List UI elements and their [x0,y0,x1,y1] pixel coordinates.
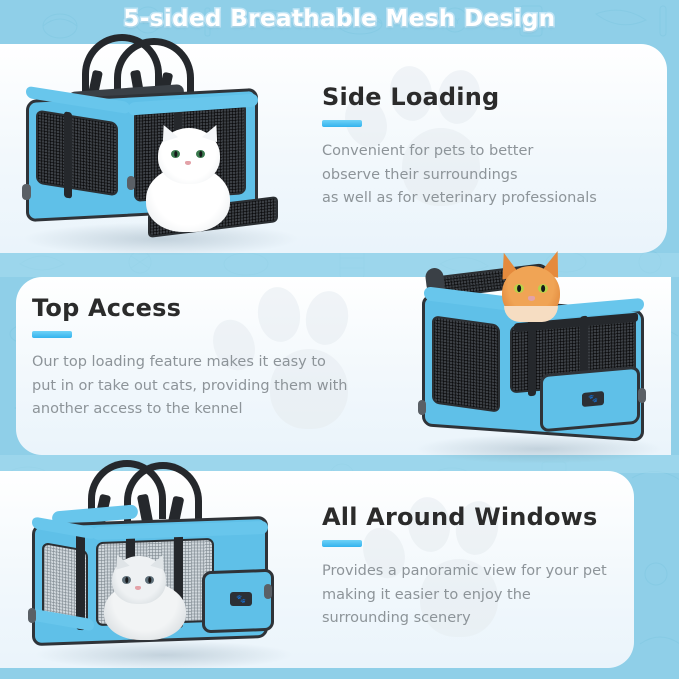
panel-body-line: as well as for veterinary professionals [322,190,597,207]
accent-rule [322,540,362,548]
text-block-side-loading: Side Loading Convenient for pets to bett… [322,84,597,211]
panel-body-line: making it easier to enjoy the [322,586,531,603]
panel-body-line: observe their surroundings [322,166,518,183]
panel-heading: All Around Windows [322,503,598,531]
accent-rule [32,331,72,339]
panel-body-line: Convenient for pets to better [322,143,534,160]
cat-white-persian [138,121,238,232]
cat-gray-white [98,552,190,640]
svg-text:YM: YM [140,17,154,27]
text-block-all-around-windows: All Around Windows Provides a panoramic … [322,504,607,631]
cat-orange-tabby [494,248,574,330]
accent-rule [322,120,362,128]
product-image-side-loading [8,34,308,258]
panel-body-line: put in or take out cats, providing them … [32,377,348,394]
brand-badge-icon: 🐾 [230,592,252,606]
panel-body-line: Our top loading feature makes it easy to [32,354,326,371]
panel-heading: Side Loading [322,83,500,111]
page-title: 5-sided Breathable Mesh Design [122,5,557,34]
panel-body-line: Provides a panoramic view for your pet [322,563,607,580]
svg-text:MY: MY [448,17,460,26]
panel-body-line: surrounding scenery [322,610,471,627]
product-image-top-access: 🐾 [398,248,670,464]
panel-heading: Top Access [32,294,182,322]
background-band-1 [0,253,679,277]
brand-badge-icon: 🐾 [582,391,604,407]
panel-body-line: another access to the kennel [32,401,243,418]
text-block-top-access: Top Access Our top loading feature makes… [32,295,347,422]
product-image-all-around-windows: 🐾 [16,460,308,670]
